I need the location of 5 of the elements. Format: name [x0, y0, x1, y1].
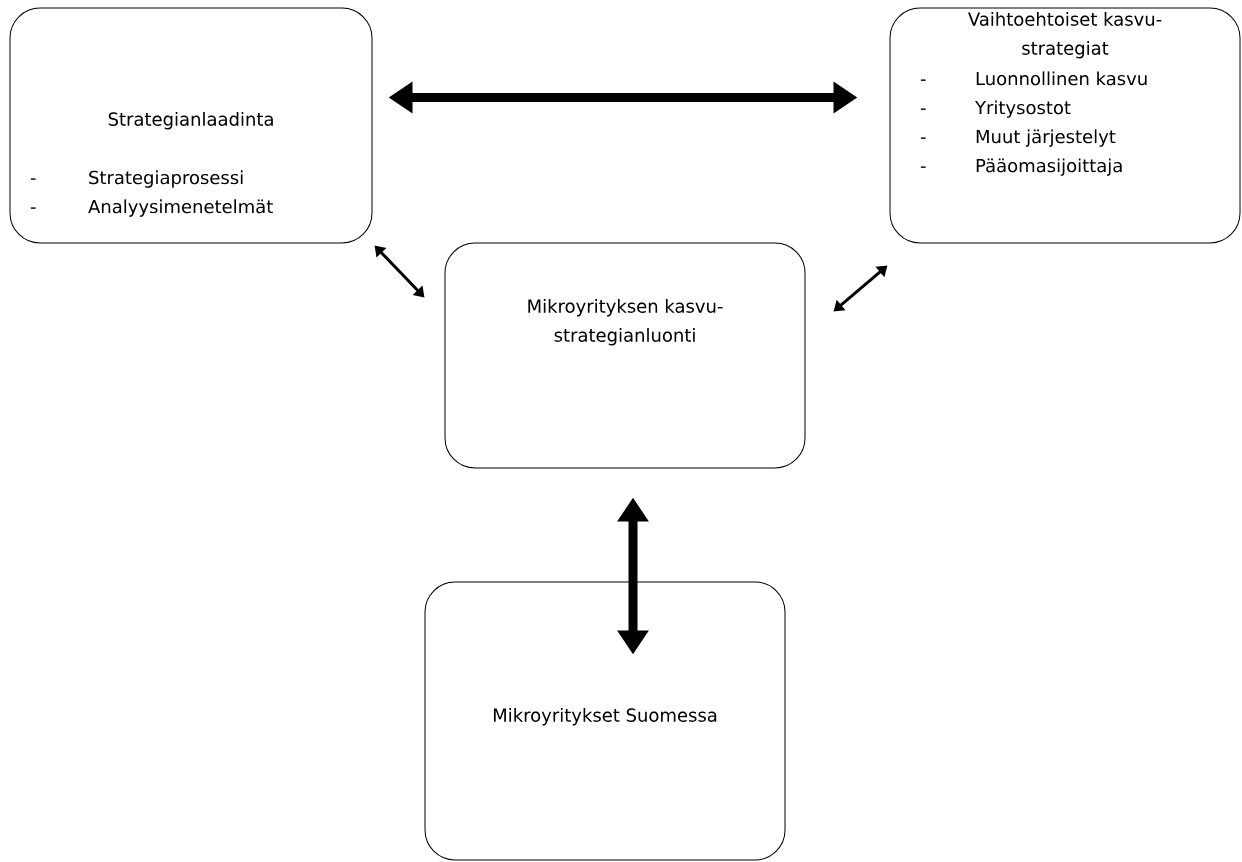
- process-box: Mikroyritykset Suomessa: [424, 581, 786, 861]
- process-box: Vaihtoehtoiset kasvu- strategiat - Luonnollinen kasvu - Yritysostot - Muut järjestelyt - Pääomasijoittaja: [889, 7, 1241, 244]
- double-arrow: [374, 245, 425, 298]
- process-box: Strategianlaadinta - Strategiaprosessi - Analyysimenetelmät: [9, 7, 373, 244]
- process-box: Mikroyrityksen kasvu- strategianluonti: [444, 242, 806, 469]
